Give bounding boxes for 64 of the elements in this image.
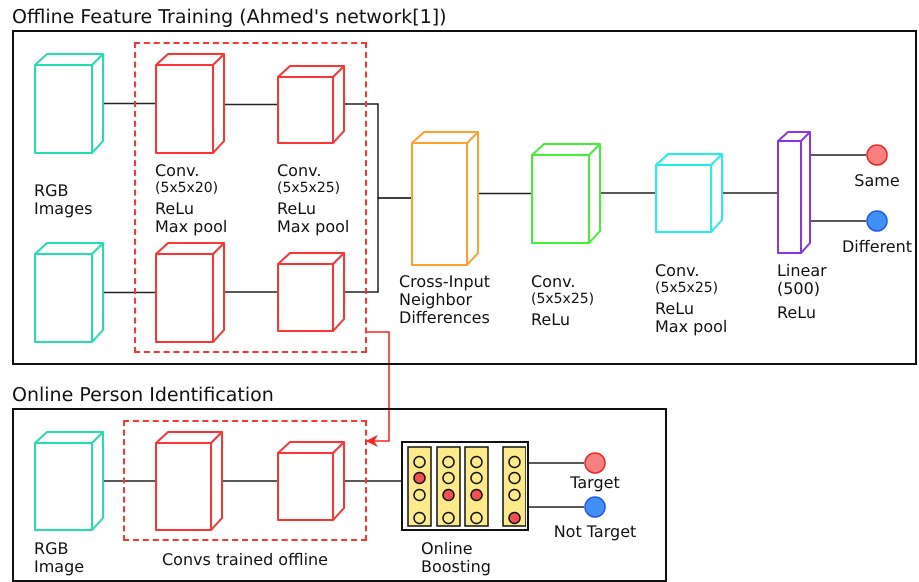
layer-label: Conv. bbox=[155, 162, 200, 180]
panel-title: Offline Feature Training (Ahmed's network[1]) bbox=[12, 5, 447, 29]
connector-line bbox=[223, 480, 277, 482]
connector-line bbox=[345, 480, 401, 482]
connector-line bbox=[811, 220, 866, 222]
output-circle bbox=[584, 496, 606, 518]
layer-cuboid bbox=[411, 131, 479, 266]
layer-label: Not Target bbox=[552, 523, 638, 541]
layer-cuboid bbox=[155, 242, 225, 343]
output-circle bbox=[866, 144, 888, 166]
connector-line bbox=[529, 462, 584, 464]
layer-cuboid bbox=[531, 143, 601, 244]
layer-cuboid bbox=[277, 65, 345, 144]
layer-label: Max pool bbox=[655, 318, 728, 336]
layer-label: ReLu bbox=[777, 304, 818, 322]
layer-cuboid bbox=[155, 431, 223, 531]
connector-line bbox=[225, 291, 277, 293]
connector-line bbox=[104, 480, 155, 482]
layer-cuboid bbox=[277, 441, 345, 521]
layer-cuboid bbox=[277, 252, 345, 332]
layer-cuboid bbox=[655, 153, 723, 233]
layer-label: Conv. bbox=[655, 262, 700, 280]
connector-line bbox=[345, 197, 411, 293]
output-circle bbox=[866, 210, 888, 232]
layer-cuboid bbox=[155, 53, 225, 154]
output-circle bbox=[584, 452, 606, 474]
panel-title: Online Person Identification bbox=[12, 383, 274, 407]
layer-label: Conv. bbox=[277, 162, 322, 180]
layer-label: ReLu bbox=[277, 200, 316, 218]
layer-cuboid bbox=[777, 131, 811, 254]
layer-label: Cross-Input Neighbor Differences bbox=[399, 273, 492, 327]
layer-label: Online Boosting bbox=[421, 540, 492, 576]
layer-label: Same bbox=[853, 172, 901, 190]
layer-cuboid bbox=[34, 53, 104, 154]
size-label: (5x5x25) bbox=[655, 280, 720, 297]
input-label: RGB Images bbox=[34, 182, 94, 218]
layer-cuboid bbox=[34, 242, 104, 343]
layer-label: Different bbox=[840, 238, 914, 256]
arrow bbox=[366, 331, 390, 447]
layer-label: ReLu bbox=[155, 200, 194, 218]
connector-line bbox=[601, 192, 655, 194]
layer-label: RGB Image bbox=[34, 540, 86, 576]
layer-label: Target bbox=[569, 474, 621, 492]
dashed-group-outline bbox=[134, 42, 367, 353]
layer-label: ReLu bbox=[655, 300, 694, 318]
size-label: (5x5x25) bbox=[277, 180, 342, 197]
size-label: (5x5x25) bbox=[531, 291, 594, 308]
layer-label: ReLu bbox=[531, 311, 572, 329]
connector-line bbox=[529, 506, 584, 508]
layer-label: Max pool bbox=[277, 218, 350, 236]
connector-line bbox=[479, 192, 531, 194]
connector-line bbox=[723, 192, 777, 194]
connector-line bbox=[104, 102, 155, 104]
layer-label: Convs trained offline bbox=[160, 551, 329, 569]
layer-cuboid bbox=[34, 431, 104, 531]
layer-label: Max pool bbox=[155, 218, 228, 236]
size-label: (5x5x20) bbox=[155, 180, 220, 197]
layer-label: (500) bbox=[777, 280, 822, 298]
connector-line bbox=[104, 292, 155, 294]
layer-label: Linear bbox=[777, 262, 827, 280]
dashed-group-outline bbox=[123, 420, 367, 541]
connector-line bbox=[811, 154, 866, 156]
layer-label: Conv. bbox=[531, 273, 576, 291]
connector-line bbox=[225, 104, 277, 106]
